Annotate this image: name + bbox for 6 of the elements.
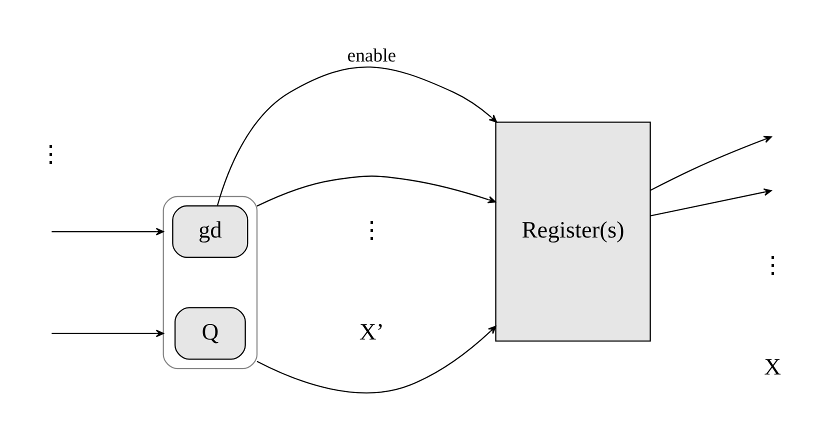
label: X’ (359, 318, 384, 345)
label: ⋮ (360, 216, 384, 243)
label: ⋮ (761, 252, 784, 278)
label: ⋮ (38, 140, 62, 167)
edge-label: enable (347, 45, 396, 66)
label: X (764, 354, 782, 380)
